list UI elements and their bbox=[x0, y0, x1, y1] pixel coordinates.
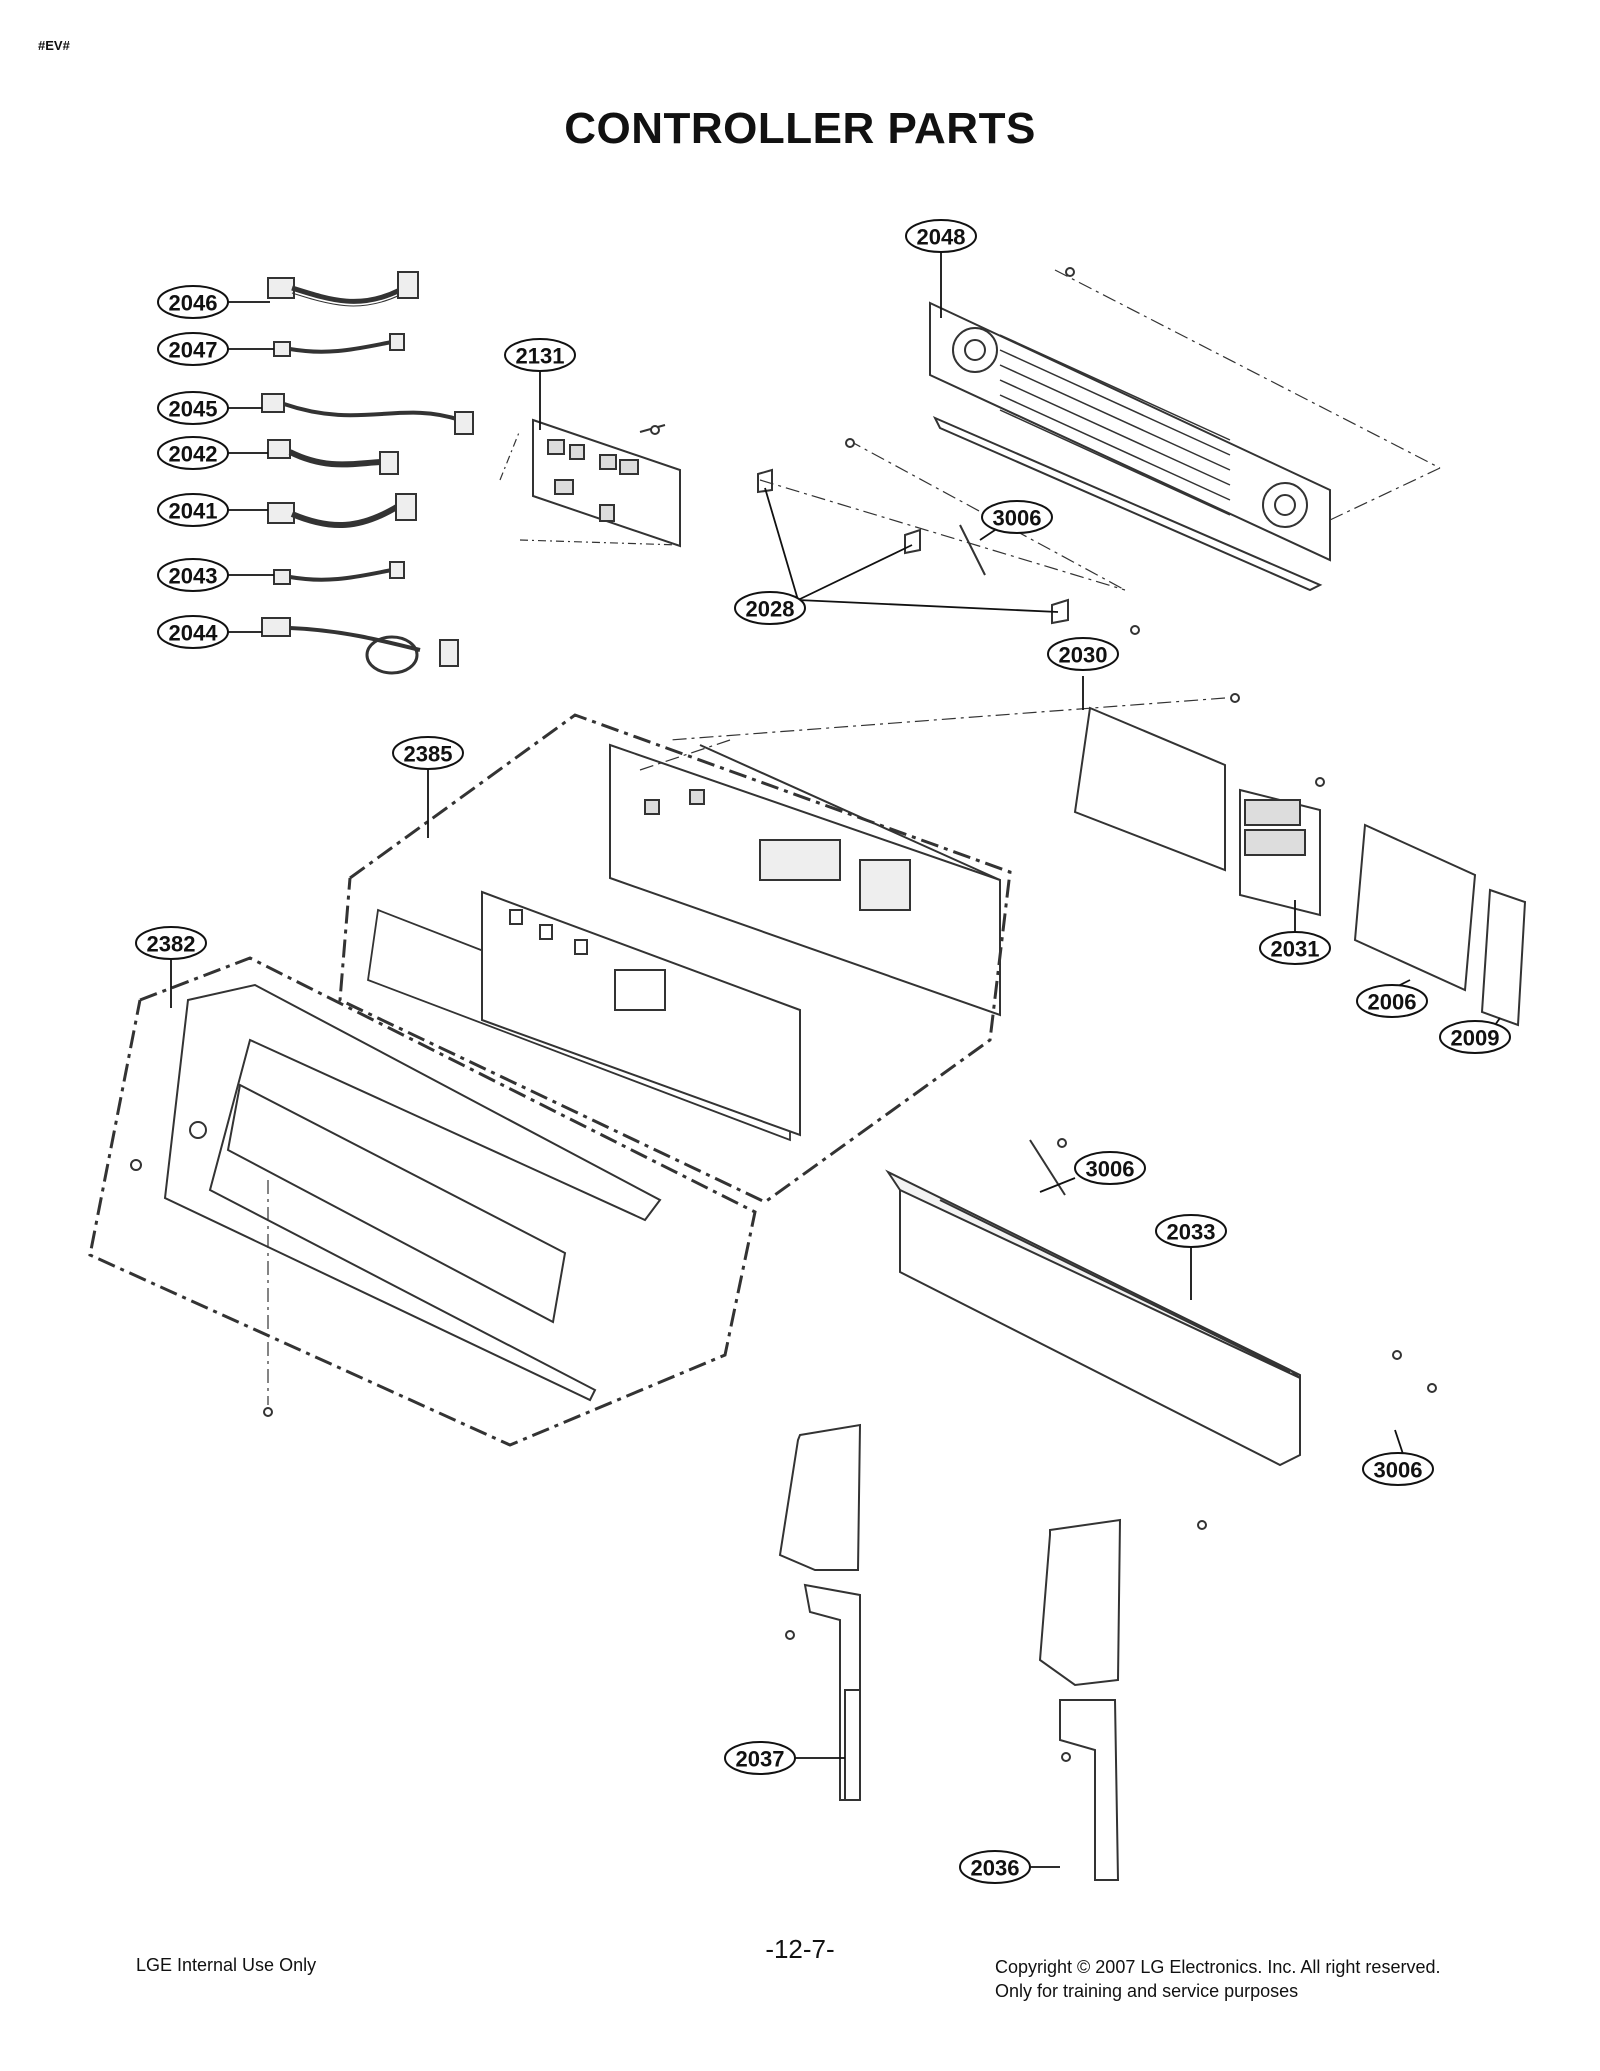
callout-bubble bbox=[504, 338, 576, 372]
panel-2009 bbox=[1480, 888, 1527, 1027]
harness-2046 bbox=[267, 271, 419, 307]
callout-bubble bbox=[157, 391, 229, 425]
callout-2006: 2006 bbox=[1356, 984, 1428, 1018]
callout-2009: 2009 bbox=[1439, 1020, 1511, 1054]
callout-bubble bbox=[392, 736, 464, 770]
callout-3006b: 3006 bbox=[1074, 1151, 1146, 1185]
callout-layer: 2046 2047 2045 2042 2041 2043 2044 2131 2048 3006… bbox=[135, 219, 1511, 1884]
callout-bubble bbox=[959, 1850, 1031, 1884]
side-bracket-2036 bbox=[1038, 1518, 1122, 1881]
callout-2043: 2043 bbox=[157, 558, 229, 592]
callout-label: 2033 bbox=[1167, 1220, 1216, 1245]
module-2031 bbox=[1239, 788, 1321, 917]
callout-2030: 2030 bbox=[1047, 637, 1119, 671]
control-panel-2382 bbox=[88, 956, 757, 1447]
callout-bubble bbox=[157, 285, 229, 319]
callout-2041: 2041 bbox=[157, 493, 229, 527]
harness-2041 bbox=[267, 493, 417, 529]
bracket-2385 bbox=[338, 713, 1012, 1204]
callout-2131: 2131 bbox=[504, 338, 576, 372]
callout-bubble bbox=[1356, 984, 1428, 1018]
harness-2042 bbox=[267, 439, 399, 475]
callout-label: 2042 bbox=[169, 442, 218, 467]
callout-2047: 2047 bbox=[157, 332, 229, 366]
rear-grille-2048 bbox=[929, 269, 1441, 592]
callout-2045: 2045 bbox=[157, 391, 229, 425]
callout-label: 2385 bbox=[404, 742, 453, 767]
bracket-2033 bbox=[885, 1139, 1301, 1467]
callout-label: 2006 bbox=[1368, 990, 1417, 1015]
callout-bubble bbox=[1259, 931, 1331, 965]
side-bracket-2037 bbox=[778, 1423, 862, 1801]
callout-bubble bbox=[157, 436, 229, 470]
callout-2037: 2037 bbox=[724, 1741, 796, 1775]
callout-3006c: 3006 bbox=[1362, 1452, 1434, 1486]
callout-2046: 2046 bbox=[157, 285, 229, 319]
callout-2028: 2028 bbox=[734, 591, 806, 625]
harness-2047 bbox=[273, 333, 405, 357]
callout-2036: 2036 bbox=[959, 1850, 1031, 1884]
callout-2385: 2385 bbox=[392, 736, 464, 770]
callout-bubble bbox=[981, 500, 1053, 534]
callout-label: 2382 bbox=[147, 932, 196, 957]
callout-2048: 2048 bbox=[905, 219, 977, 253]
callout-label: 2043 bbox=[169, 564, 218, 589]
callout-bubble bbox=[157, 332, 229, 366]
brackets-2028 bbox=[757, 439, 1126, 625]
callout-2031: 2031 bbox=[1259, 931, 1331, 965]
callout-2033: 2033 bbox=[1155, 1214, 1227, 1248]
page-number: -12-7- bbox=[765, 1934, 835, 1964]
callout-label: 3006 bbox=[993, 506, 1042, 531]
callout-label: 2037 bbox=[736, 1747, 785, 1772]
screws bbox=[263, 267, 1437, 1762]
callout-label: 2046 bbox=[169, 291, 218, 316]
callout-label: 2044 bbox=[169, 621, 219, 646]
callout-bubble bbox=[734, 591, 806, 625]
copyright-text: Copyright © 2007 LG Electronics. Inc. Al… bbox=[995, 1957, 1441, 1977]
callout-label: 3006 bbox=[1086, 1157, 1135, 1182]
callout-label: 2028 bbox=[746, 597, 795, 622]
callout-bubble bbox=[135, 926, 207, 960]
pcb-2131 bbox=[499, 418, 681, 548]
callout-2042: 2042 bbox=[157, 436, 229, 470]
callout-bubble bbox=[905, 219, 977, 253]
callout-label: 2031 bbox=[1271, 937, 1320, 962]
cover-2030 bbox=[669, 697, 1226, 872]
callout-2044: 2044 bbox=[157, 615, 229, 649]
callout-bubble bbox=[1155, 1214, 1227, 1248]
callout-label: 2030 bbox=[1059, 643, 1108, 668]
callout-bubble bbox=[157, 493, 229, 527]
callout-bubble bbox=[1074, 1151, 1146, 1185]
callout-label: 2048 bbox=[917, 225, 966, 250]
callout-bubble bbox=[1439, 1020, 1511, 1054]
callout-3006a: 3006 bbox=[981, 500, 1053, 534]
callout-label: 2009 bbox=[1451, 1026, 1500, 1051]
callout-label: 2047 bbox=[169, 338, 218, 363]
wire-harness-group bbox=[261, 271, 474, 675]
harness-2043 bbox=[273, 561, 405, 585]
display-sheet bbox=[367, 890, 801, 1142]
callout-bubble bbox=[1047, 637, 1119, 671]
training-note: Only for training and service purposes bbox=[995, 1981, 1299, 2001]
callout-label: 2131 bbox=[516, 344, 565, 369]
internal-use-notice: LGE Internal Use Only bbox=[136, 1955, 317, 1975]
callout-bubble bbox=[157, 615, 229, 649]
callout-label: 2045 bbox=[169, 397, 218, 422]
callout-bubble bbox=[724, 1741, 796, 1775]
harness-2044 bbox=[261, 617, 459, 675]
callout-label: 3006 bbox=[1374, 1458, 1423, 1483]
copyright-block: Copyright © 2007 LG Electronics. Inc. Al… bbox=[995, 1955, 1440, 2003]
callout-label: 2036 bbox=[971, 1856, 1020, 1881]
callout-bubble bbox=[157, 558, 229, 592]
panel-2006 bbox=[1353, 823, 1477, 992]
page-title: CONTROLLER PARTS bbox=[564, 104, 1036, 153]
callout-2382: 2382 bbox=[135, 926, 207, 960]
callout-label: 2041 bbox=[169, 499, 218, 524]
callout-bubble bbox=[1362, 1452, 1434, 1486]
document-marker: #EV# bbox=[38, 38, 70, 53]
harness-2045 bbox=[261, 393, 474, 435]
